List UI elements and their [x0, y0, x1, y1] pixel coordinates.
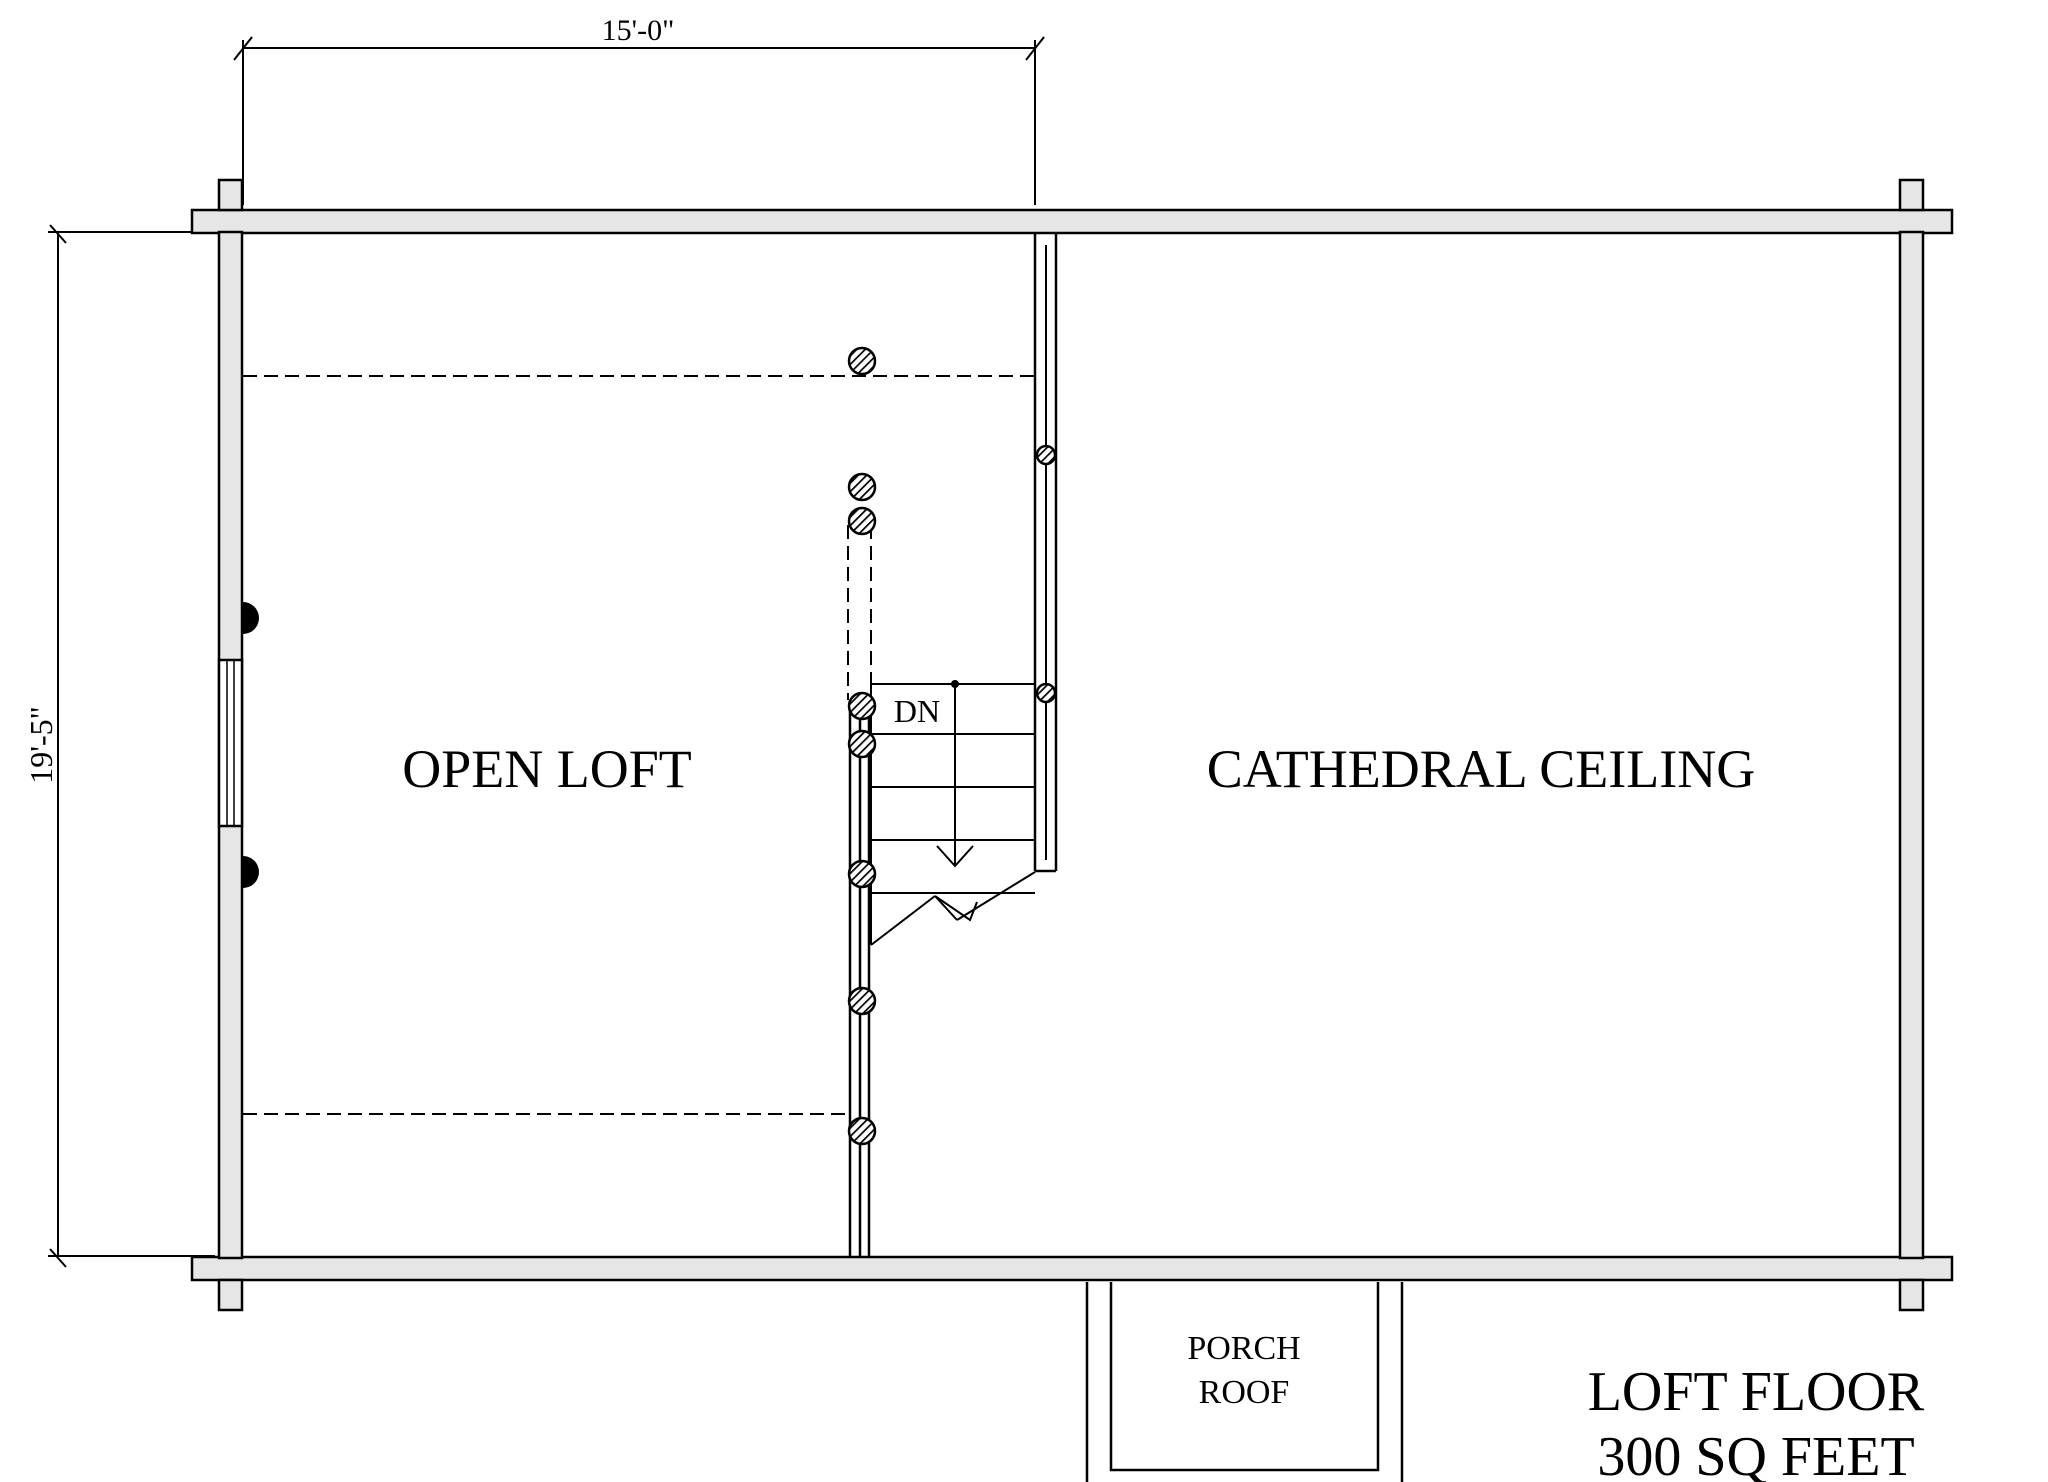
plan-title: LOFT FLOOR [1588, 1361, 1925, 1423]
post-icon [847, 986, 877, 1016]
post-icon [1035, 444, 1057, 466]
log-posts [847, 346, 1057, 1146]
post-icon [847, 691, 877, 721]
overhead-beam-lines [243, 375, 1034, 1115]
width-dimension [233, 36, 1045, 205]
loft-railing [848, 705, 871, 1257]
post-icon [847, 859, 877, 889]
left-window [217, 658, 244, 828]
post-icon [847, 1116, 877, 1146]
room-label-cathedral-ceiling: CATHEDRAL CEILING [1207, 739, 1755, 799]
porch-roof-label-line2: ROOF [1199, 1374, 1290, 1411]
exterior-walls [190, 178, 1954, 1312]
post-icon [847, 346, 877, 376]
height-dimension [48, 224, 215, 1268]
height-dimension-label: 19'-5" [23, 706, 59, 783]
plan-area: 300 SQ FEET [1597, 1426, 1914, 1482]
stair-start-dot [951, 680, 959, 688]
room-label-open-loft: OPEN LOFT [402, 739, 692, 799]
post-icon [847, 729, 877, 759]
post-icon [847, 506, 877, 536]
post-icon [1035, 682, 1057, 704]
porch-roof-label-line1: PORCH [1187, 1330, 1300, 1367]
width-dimension-label: 15'-0" [602, 14, 675, 47]
stair-direction-label: DN [894, 693, 940, 729]
wall-light-icon [243, 856, 259, 888]
staircase [870, 683, 1036, 946]
wall-light-icon [243, 602, 259, 634]
porch-roof [1085, 1282, 1404, 1482]
stair-partition-wall [1033, 233, 1058, 873]
post-icon [847, 472, 877, 502]
